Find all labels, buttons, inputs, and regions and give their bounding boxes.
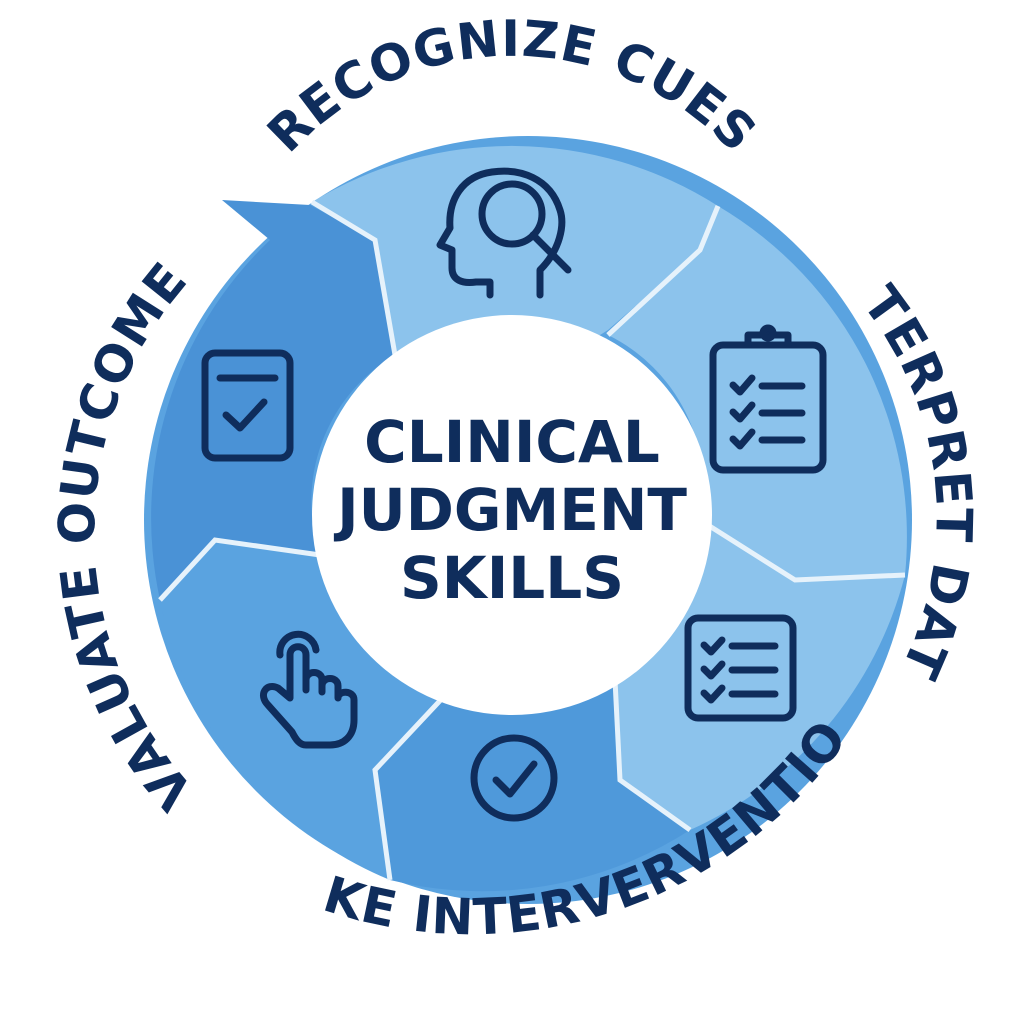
segment-analysis bbox=[615, 520, 905, 830]
ring bbox=[144, 136, 912, 904]
checklist-icon bbox=[684, 614, 797, 722]
center-title-line2: JUDGMENT bbox=[333, 476, 687, 544]
divider-2 bbox=[606, 205, 721, 337]
center-circle bbox=[312, 315, 712, 715]
center-title-line1: CLINICAL bbox=[364, 408, 660, 476]
segment-take-interventions bbox=[375, 680, 690, 892]
segment-dividers bbox=[158, 199, 906, 881]
divider-4 bbox=[612, 679, 692, 833]
divider-1 bbox=[310, 199, 398, 356]
center-title-line3: SKILLS bbox=[400, 544, 624, 612]
check-circle-icon bbox=[470, 734, 558, 822]
divider-3 bbox=[698, 517, 906, 583]
center-title: CLINICAL JUDGMENT SKILLS bbox=[333, 408, 687, 612]
head-magnifier-icon bbox=[436, 167, 572, 299]
segment-recognize-cues bbox=[312, 145, 718, 360]
segment-evaluate-outcomes bbox=[151, 200, 395, 600]
divider-5 bbox=[372, 688, 452, 881]
segment-interpret-data bbox=[608, 206, 907, 580]
pointing-hand-icon bbox=[260, 630, 358, 749]
checkbox-icon bbox=[201, 349, 294, 462]
divider-6 bbox=[158, 537, 321, 602]
clipboard-checklist-icon bbox=[709, 324, 827, 474]
